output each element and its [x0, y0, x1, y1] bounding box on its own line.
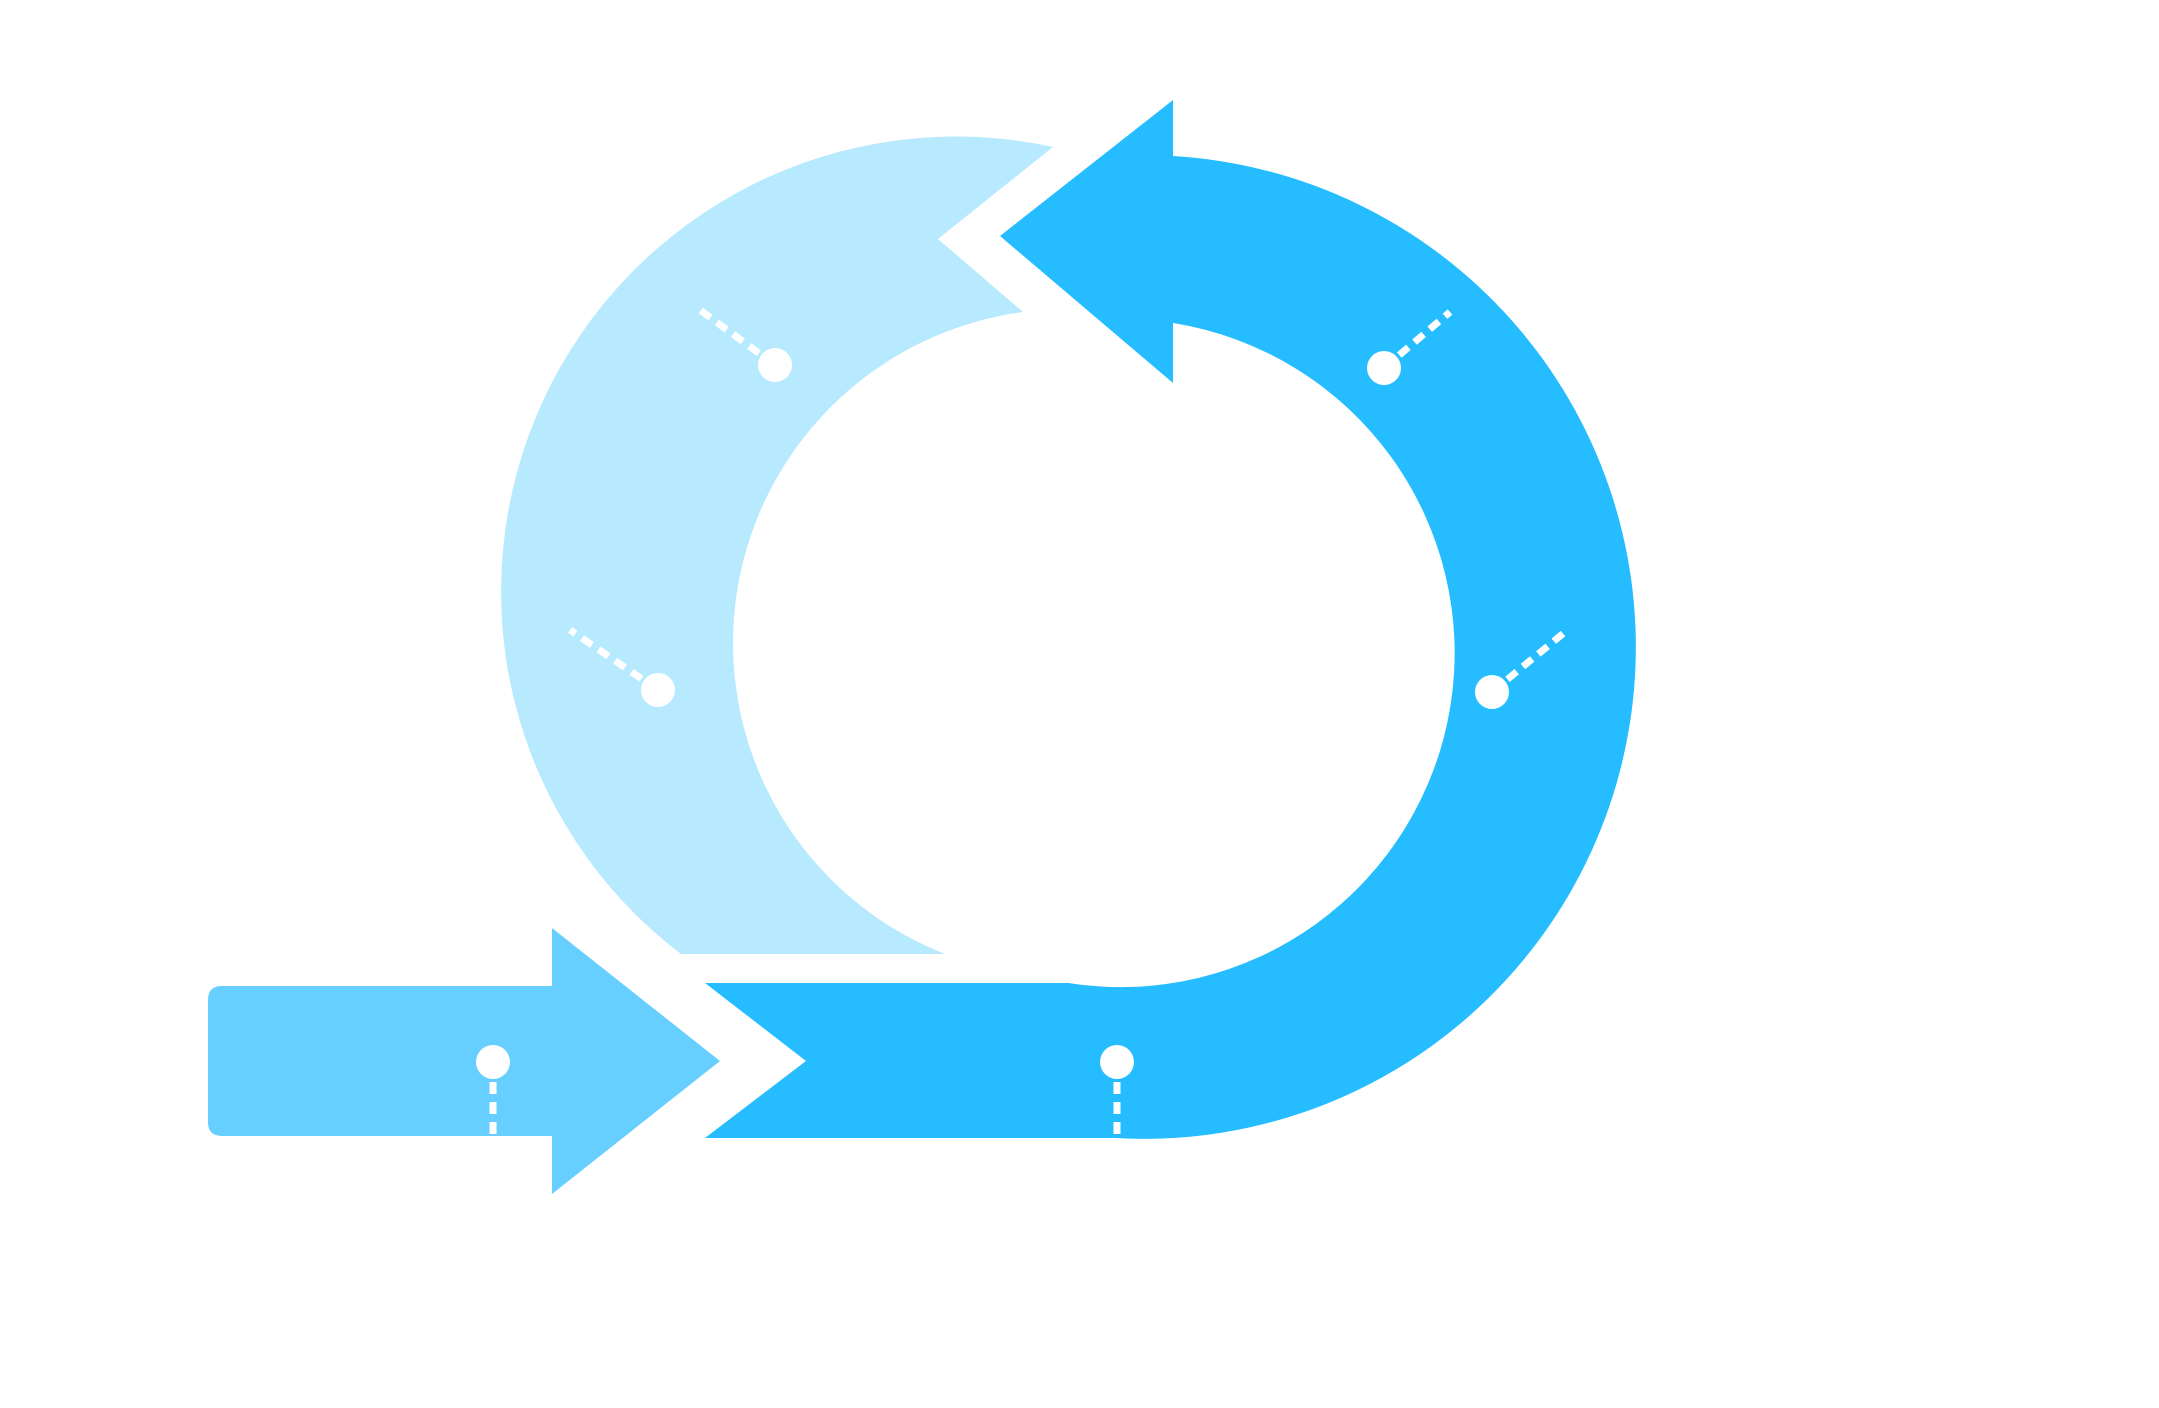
marker-input-dot: [476, 1045, 510, 1079]
marker-dots: [476, 348, 1509, 1079]
marker-bottom-dot: [1100, 1045, 1134, 1079]
marker-left-dot: [641, 673, 675, 707]
connector-top-left: [697, 307, 778, 368]
connector-left: [568, 627, 660, 693]
marker-top-left-dot: [758, 348, 792, 382]
connector-top-right: [1381, 309, 1453, 371]
left-arc-segment: [501, 136, 1053, 954]
bottom-right-arc-segment: [705, 100, 1636, 1139]
marker-connectors: [489, 307, 1568, 1140]
marker-top-right-dot: [1367, 351, 1401, 385]
connector-right: [1489, 629, 1568, 695]
input-arrow-segment: [208, 928, 720, 1194]
marker-right-dot: [1475, 675, 1509, 709]
